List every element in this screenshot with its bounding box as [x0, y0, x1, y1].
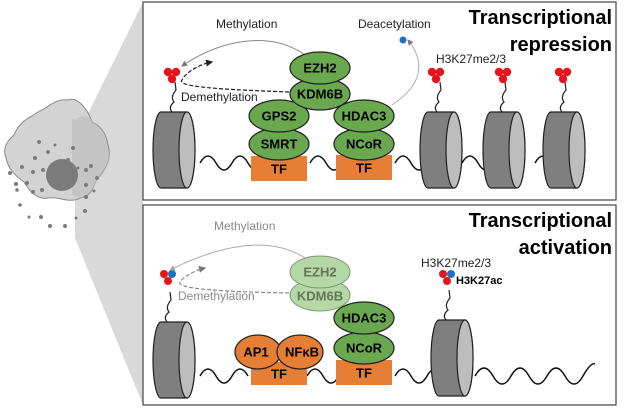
demethylation-arrow — [181, 59, 290, 93]
label-methylation: Methylation — [216, 17, 277, 31]
tf-label: TF — [271, 367, 287, 382]
protein-ezh2 — [289, 255, 351, 289]
protein-label: EZH2 — [303, 265, 336, 280]
panel-title: Transcriptional — [469, 210, 612, 232]
label-demethylation: Demethylation — [181, 90, 258, 104]
protein-label: KDM6B — [297, 289, 343, 304]
histone-tail-mark — [163, 67, 181, 113]
tf-label: TF — [356, 161, 372, 176]
histone-tail-mark — [427, 67, 445, 113]
protein-label: GPS2 — [262, 109, 297, 124]
label-h3k27ac: H3K27ac — [456, 275, 502, 287]
protein-label: HDAC3 — [342, 311, 387, 326]
acetyl-group — [399, 36, 407, 44]
protein-gps2 — [248, 99, 310, 133]
panel-title: activation — [519, 237, 612, 259]
nucleosome — [152, 321, 196, 399]
nucleosome — [482, 111, 526, 189]
deacetylation-arrow — [391, 39, 420, 106]
histone-tail-mark — [160, 270, 176, 323]
zoom-wedge-inner — [100, 2, 143, 405]
nucleus — [46, 159, 78, 191]
panel-title: repression — [510, 34, 612, 56]
nucleosome — [152, 111, 196, 189]
methylation-arrow — [181, 40, 306, 67]
cell-icon — [4, 98, 110, 228]
tf-label: TF — [271, 162, 287, 177]
protein-label: NCoR — [346, 137, 383, 152]
protein-ezh2 — [289, 51, 351, 85]
methylation-arrow — [169, 244, 306, 271]
label-h3k27me: H3K27me2/3 — [436, 52, 506, 66]
histone-tail-mark — [439, 270, 455, 321]
nucleosome — [542, 111, 586, 189]
nucleosome — [430, 319, 474, 397]
histone-tail-mark — [494, 67, 512, 113]
protein-label: HDAC3 — [342, 109, 387, 124]
panel-title: Transcriptional — [469, 7, 612, 29]
label-h3k27me: H3K27me2/3 — [421, 256, 491, 270]
label-methylation: Methylation — [214, 219, 275, 233]
protein-label: AP1 — [243, 345, 268, 360]
nucleosome — [419, 111, 463, 189]
tf-label: TF — [356, 366, 372, 381]
protein-label: NCoR — [346, 341, 383, 356]
label-demethylation: Demethylation — [178, 289, 255, 303]
demethylation-arrow — [179, 265, 290, 294]
protein-label: KDM6B — [297, 87, 343, 102]
protein-nfkb — [276, 334, 324, 370]
protein-hdac3 — [333, 99, 395, 133]
protein-label: SMRT — [261, 137, 298, 152]
label-deacetylation: Deacetylation — [358, 17, 431, 31]
histone-tail-mark — [554, 67, 572, 113]
protein-label: NFκB — [285, 345, 319, 360]
protein-label: EZH2 — [303, 61, 336, 76]
protein-hdac3 — [333, 301, 395, 335]
